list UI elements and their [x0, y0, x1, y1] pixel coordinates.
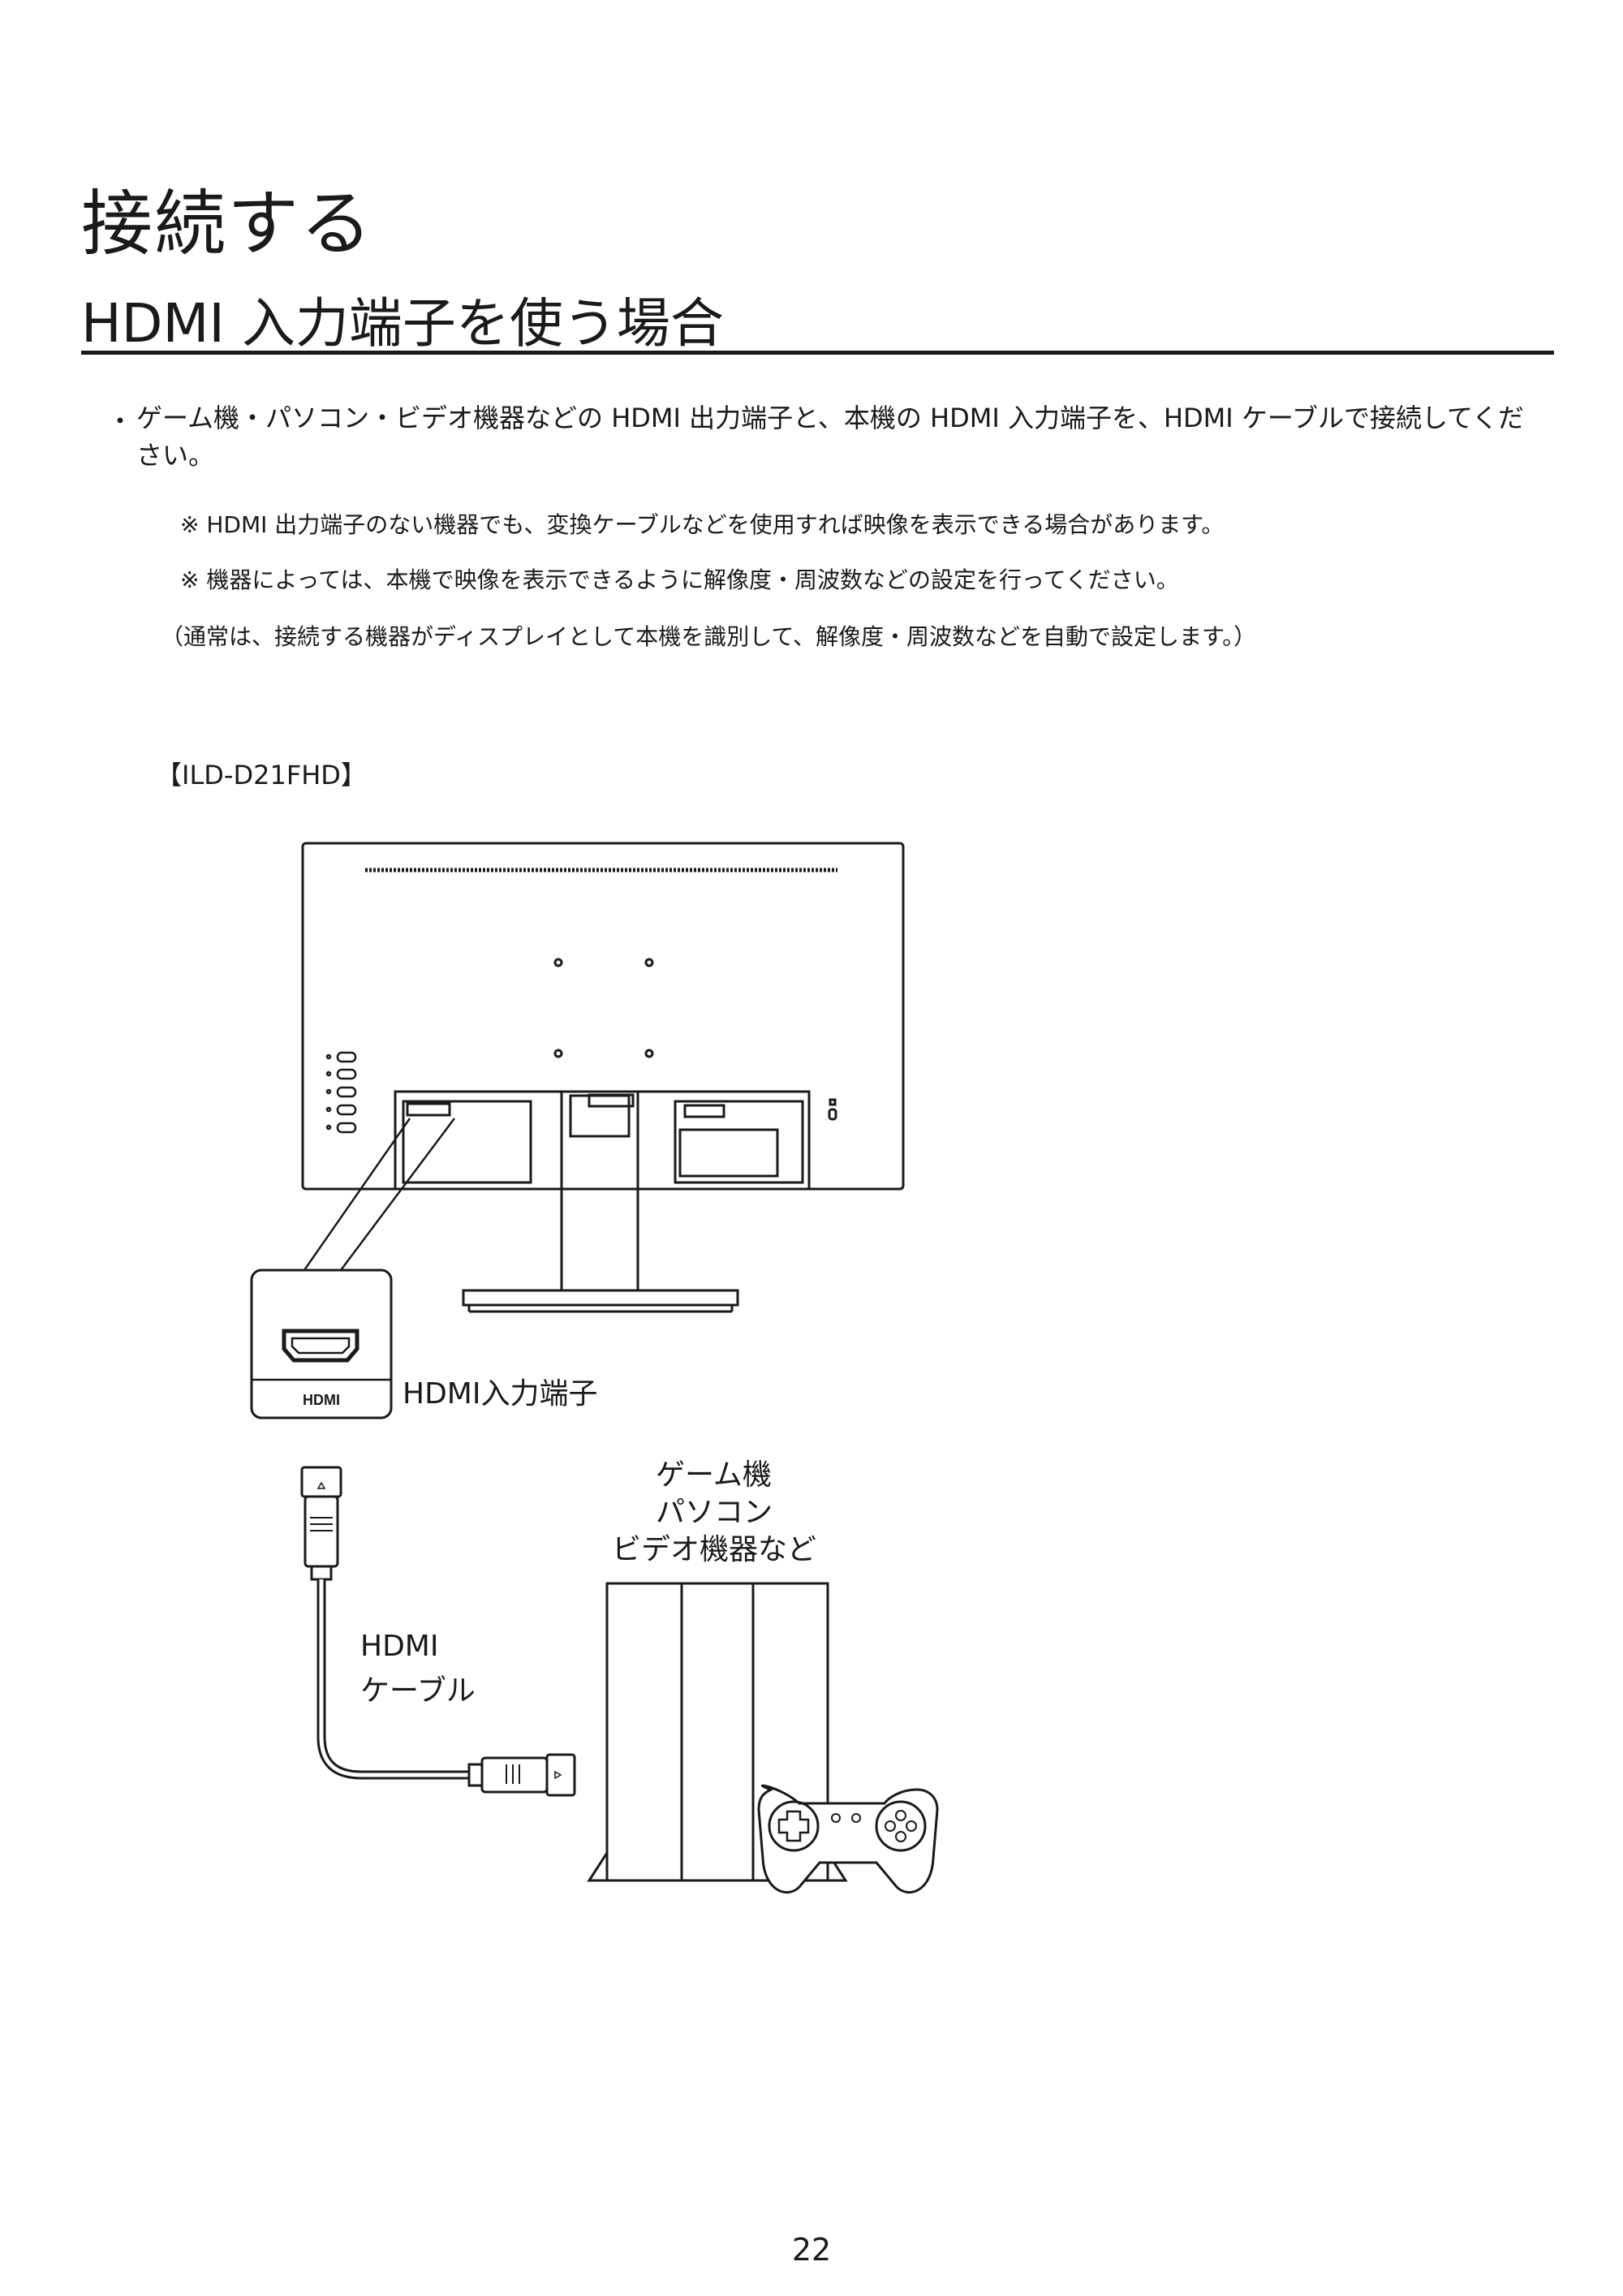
connection-diagram: HDMI [250, 842, 939, 1894]
note-auto-detect: （通常は、接続する機器がディスプレイとして本機を識別して、解像度・周波数などを自… [161, 623, 1257, 650]
hdmi-cable-illustration [300, 1466, 576, 1797]
device-caption-video: ビデオ機器など [612, 1533, 817, 1566]
cable-caption-hdmi: HDMI [360, 1630, 439, 1663]
bullet-marker: ・ [107, 406, 134, 437]
hdmi-input-port-caption: HDMI入力端子 [403, 1377, 598, 1411]
hdmi-port-zoom [250, 1269, 393, 1419]
chapter-title: 接続する [81, 182, 374, 265]
device-illustration [587, 1582, 848, 1882]
game-controller-illustration [757, 1784, 939, 1894]
cable-caption-cable: ケーブル [360, 1674, 476, 1708]
monitor-illustration [301, 842, 905, 1313]
note-device-settings: ※ 機器によっては、本機で映像を表示できるように解像度・周波数などの設定を行って… [180, 566, 1179, 593]
monitor-buttons [325, 1051, 357, 1134]
instruction-text: ゲーム機・パソコン・ビデオ機器などの HDMI 出力端子と、本機の HDMI 入… [136, 403, 1525, 471]
section-divider [81, 351, 1554, 355]
section-title: HDMI 入力端子を使う場合 [81, 292, 724, 355]
device-caption-pc: パソコン [656, 1496, 773, 1529]
device-caption-game: ゲーム機 [656, 1458, 772, 1492]
note-conversion-cable: ※ HDMI 出力端子のない機器でも、変換ケーブルなどを使用すれば映像を表示でき… [180, 511, 1225, 538]
model-label: 【ILD-D21FHD】 [156, 760, 367, 790]
hdmi-port-icon-label: HDMI [303, 1392, 340, 1408]
page-number: 22 [791, 2232, 832, 2268]
hdmi-port-icon [282, 1329, 359, 1363]
